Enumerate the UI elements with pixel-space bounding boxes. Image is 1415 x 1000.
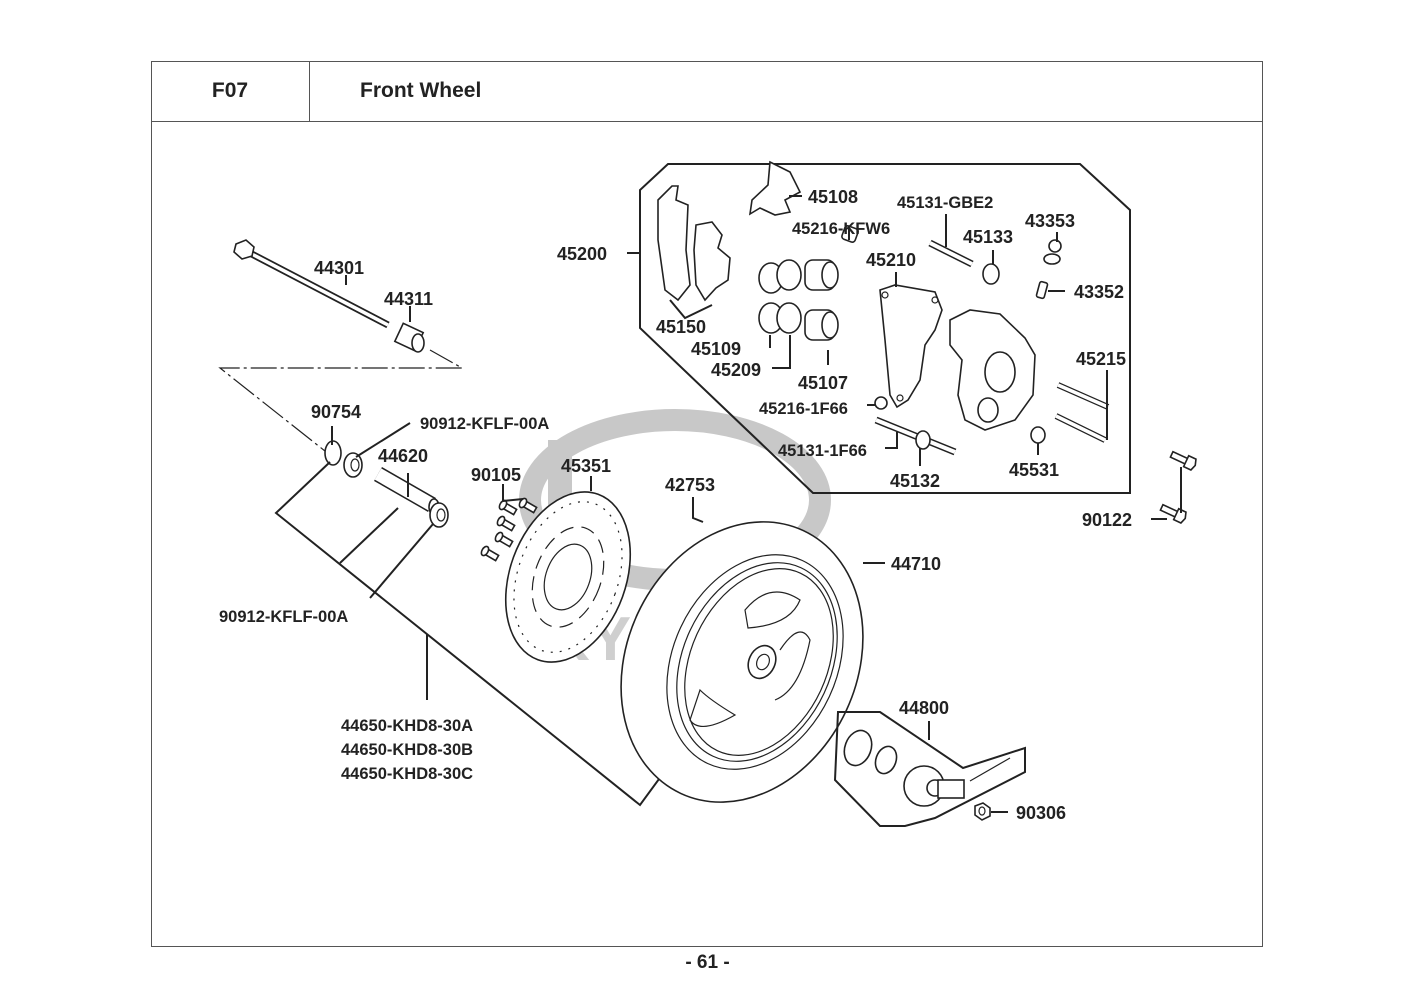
bearing-90912-bottom [429,502,449,528]
label-45351: 45351 [561,456,611,476]
label-45210: 45210 [866,250,916,270]
label-90306: 90306 [1016,803,1066,823]
label-90912-kflf-00a-top: 90912-KFLF-00A [420,415,549,433]
leader-45131-1f66 [885,432,898,449]
label-45531: 45531 [1009,460,1059,480]
label-45132: 45132 [890,471,940,491]
clip-45108 [748,160,802,216]
pins-45215 [1054,370,1110,443]
label-45216-kfw6: 45216-KFW6 [792,220,890,238]
label-90754: 90754 [311,402,361,422]
label-44800: 44800 [899,698,949,718]
label-44650-khd8-30a: 44650-KHD8-30A [341,717,473,735]
label-43353: 43353 [1025,211,1075,231]
speedo-group-outline [833,711,1026,827]
label-44650-khd8-30c: 44650-KHD8-30C [341,765,473,783]
leader-90912-top [355,422,411,458]
brake-pads-45150 [657,185,731,320]
piston-seals-45109-45209 [758,259,802,334]
label-44620: 44620 [378,446,428,466]
label-45215: 45215 [1076,349,1126,369]
bolts-90122 [1159,450,1197,524]
leader-44620-link [339,507,399,564]
label-90912-kflf-00a-bottom: 90912-KFLF-00A [219,608,348,626]
label-90122: 90122 [1082,510,1132,530]
boot-45133 [982,263,1000,285]
label-42753: 42753 [665,475,715,495]
bleeder-valve-43352 [1035,280,1049,300]
label-45209: 45209 [711,360,761,380]
label-44710: 44710 [891,554,941,574]
speedo-gearbox-44800 [843,729,1011,807]
bracket-45210 [879,284,943,409]
label-45131-gbe2: 45131-GBE2 [897,194,993,212]
brake-disc-45351 [504,491,632,663]
nut-90306 [974,802,991,821]
clip-42753 [692,497,704,523]
label-45109: 45109 [691,339,741,359]
bleeder-cap-43353 [1043,239,1062,265]
caliper-body [949,309,1036,431]
bolts-90105 [480,484,538,562]
label-45216-1f66: 45216-1F66 [759,400,848,418]
label-44650-khd8-30b: 44650-KHD8-30B [341,741,473,759]
label-45131-1f66: 45131-1F66 [778,442,867,460]
label-44301: 44301 [314,258,364,278]
nut-45216-1f66 [874,396,888,410]
leader-90912-bottom [369,523,434,599]
label-45108: 45108 [808,187,858,207]
label-43352: 43352 [1074,282,1124,302]
leader-45209 [772,335,791,369]
diagram-frame [151,61,1263,947]
nut-45531 [1030,426,1046,444]
label-44311: 44311 [384,289,433,309]
caliper-group-outline [639,163,1131,494]
page-title: Front Wheel [310,61,1263,122]
assembly-centerline [218,349,465,456]
axle-44301 [233,239,390,329]
page-number: - 61 - [685,952,730,973]
section-code: F07 [151,61,310,122]
label-45133: 45133 [963,227,1013,247]
label-45200: 45200 [557,244,607,264]
label-45107: 45107 [798,373,848,393]
wheel-44710 [620,521,864,803]
label-45150: 45150 [656,317,706,337]
pin-45131-1f66-45132 [874,416,957,456]
bearing-90912-top [343,452,363,478]
pin-45131-gbe2 [928,239,974,268]
collar-44311 [393,322,425,353]
label-90105: 90105 [471,465,521,485]
pistons-45107 [804,259,839,341]
